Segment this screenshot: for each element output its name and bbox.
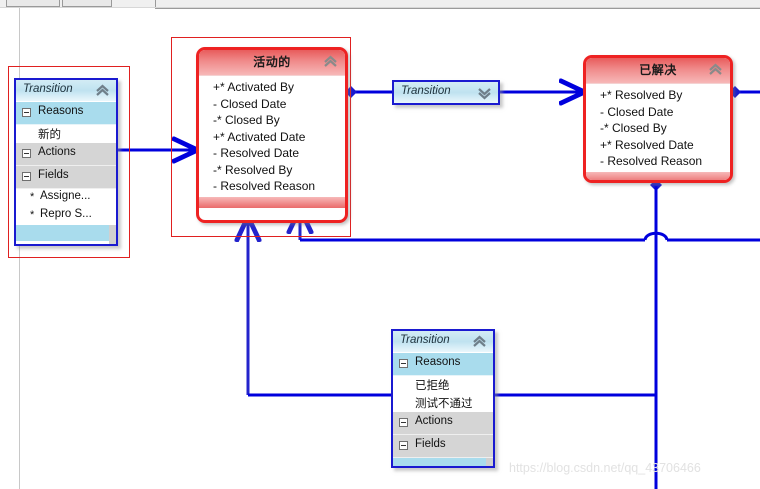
state-field: - Resolved Reason xyxy=(600,154,703,168)
minus-icon[interactable] xyxy=(399,359,408,368)
chevron-down-icon[interactable] xyxy=(477,85,492,100)
transition-title: Transition xyxy=(400,334,450,346)
reason-item[interactable]: 新的 xyxy=(16,125,116,143)
group-label: Actions xyxy=(415,415,453,427)
wire-active-to-mid-transition xyxy=(345,86,392,98)
state-header-resolved: 已解决 xyxy=(586,58,730,84)
minus-icon[interactable] xyxy=(22,149,31,158)
panel-divider xyxy=(0,7,760,8)
state-field: -* Closed By xyxy=(600,121,667,135)
transition-title: Transition xyxy=(23,83,73,95)
transition-panel-bottom[interactable]: Transition Reasons 已拒绝 测试不通过 Actions Fie… xyxy=(391,329,495,468)
transition-panel-left[interactable]: Transition Reasons 新的 Actions Fields * A… xyxy=(14,78,118,246)
transition-header-mid: Transition xyxy=(394,82,498,103)
transition-header-bottom: Transition xyxy=(393,331,493,353)
transition-group-reasons[interactable]: Reasons xyxy=(393,353,493,376)
toolbar-button-1[interactable] xyxy=(6,0,60,7)
state-box-active[interactable]: 活动的 +* Activated By - Closed Date -* Clo… xyxy=(196,47,348,223)
panel-filler xyxy=(16,225,116,241)
state-field: +* Activated By xyxy=(213,80,295,94)
minus-icon[interactable] xyxy=(22,108,31,117)
field-item[interactable]: * Assigne... xyxy=(16,189,116,207)
state-field: - Closed Date xyxy=(213,96,287,111)
state-field: -* Closed By xyxy=(213,113,280,127)
reason-item[interactable]: 已拒绝 xyxy=(393,376,493,394)
transition-group-fields[interactable]: Fields xyxy=(393,435,493,458)
state-field: -* Resolved By xyxy=(213,162,293,177)
minus-icon[interactable] xyxy=(399,441,408,450)
chevron-up-icon[interactable] xyxy=(708,62,723,77)
reason-label: 已拒绝 xyxy=(415,380,450,392)
watermark: https://blog.csdn.net/qq_43706466 xyxy=(509,461,701,475)
state-field: - Resolved Reason xyxy=(213,179,316,193)
state-field: +* Activated Date xyxy=(213,129,306,144)
state-field: +* Resolved Date xyxy=(600,137,694,152)
field-label: Repro S... xyxy=(40,208,92,220)
selection-marquee-left xyxy=(8,66,130,258)
transition-panel-mid[interactable]: Transition xyxy=(392,80,500,105)
transition-header-left: Transition xyxy=(16,80,116,102)
wire-bottom-transition-to-active xyxy=(248,218,656,397)
state-field: +* Resolved By xyxy=(600,88,683,102)
reason-label: 测试不通过 xyxy=(415,398,473,410)
reason-item[interactable]: 测试不通过 xyxy=(393,394,493,412)
chevron-up-icon[interactable] xyxy=(472,334,487,349)
group-label: Actions xyxy=(38,146,76,158)
group-label: Reasons xyxy=(38,105,84,117)
transition-group-actions[interactable]: Actions xyxy=(393,412,493,435)
state-box-resolved[interactable]: 已解决 +* Resolved By - Closed Date -* Clos… xyxy=(583,55,733,183)
state-footer-active xyxy=(199,196,345,208)
group-label: Fields xyxy=(38,169,69,181)
asterisk-icon: * xyxy=(30,191,35,203)
toolbar-button-2[interactable] xyxy=(62,0,112,7)
transition-title: Transition xyxy=(401,85,451,97)
state-title-resolved: 已解决 xyxy=(639,63,677,77)
state-field: - Resolved Date xyxy=(213,146,300,160)
wire-resolved-right-exit xyxy=(729,86,760,98)
minus-icon[interactable] xyxy=(22,172,31,181)
transition-group-actions[interactable]: Actions xyxy=(16,143,116,166)
state-field-list-resolved: +* Resolved By - Closed Date -* Closed B… xyxy=(586,84,730,172)
document-tab-strip[interactable] xyxy=(155,0,760,9)
left-rail-divider xyxy=(19,8,20,489)
group-label: Fields xyxy=(415,438,446,450)
transition-group-reasons[interactable]: Reasons xyxy=(16,102,116,125)
panel-filler xyxy=(393,458,493,466)
selection-marquee-active xyxy=(171,37,351,237)
state-footer-resolved xyxy=(586,171,730,180)
state-title-active: 活动的 xyxy=(253,55,291,69)
transition-group-fields[interactable]: Fields xyxy=(16,166,116,189)
state-field-list-active: +* Activated By - Closed Date -* Closed … xyxy=(199,76,345,197)
minus-icon[interactable] xyxy=(399,418,408,427)
wire-resolved-to-active-lower xyxy=(300,179,760,489)
asterisk-icon: * xyxy=(30,209,35,221)
state-field: - Closed Date xyxy=(600,104,674,119)
state-header-active: 活动的 xyxy=(199,50,345,76)
chevron-up-icon[interactable] xyxy=(323,54,338,69)
field-label: Assigne... xyxy=(40,190,91,202)
reason-label: 新的 xyxy=(38,129,61,141)
field-item[interactable]: * Repro S... xyxy=(16,207,116,225)
group-label: Reasons xyxy=(415,356,461,368)
chevron-up-icon[interactable] xyxy=(95,83,110,98)
